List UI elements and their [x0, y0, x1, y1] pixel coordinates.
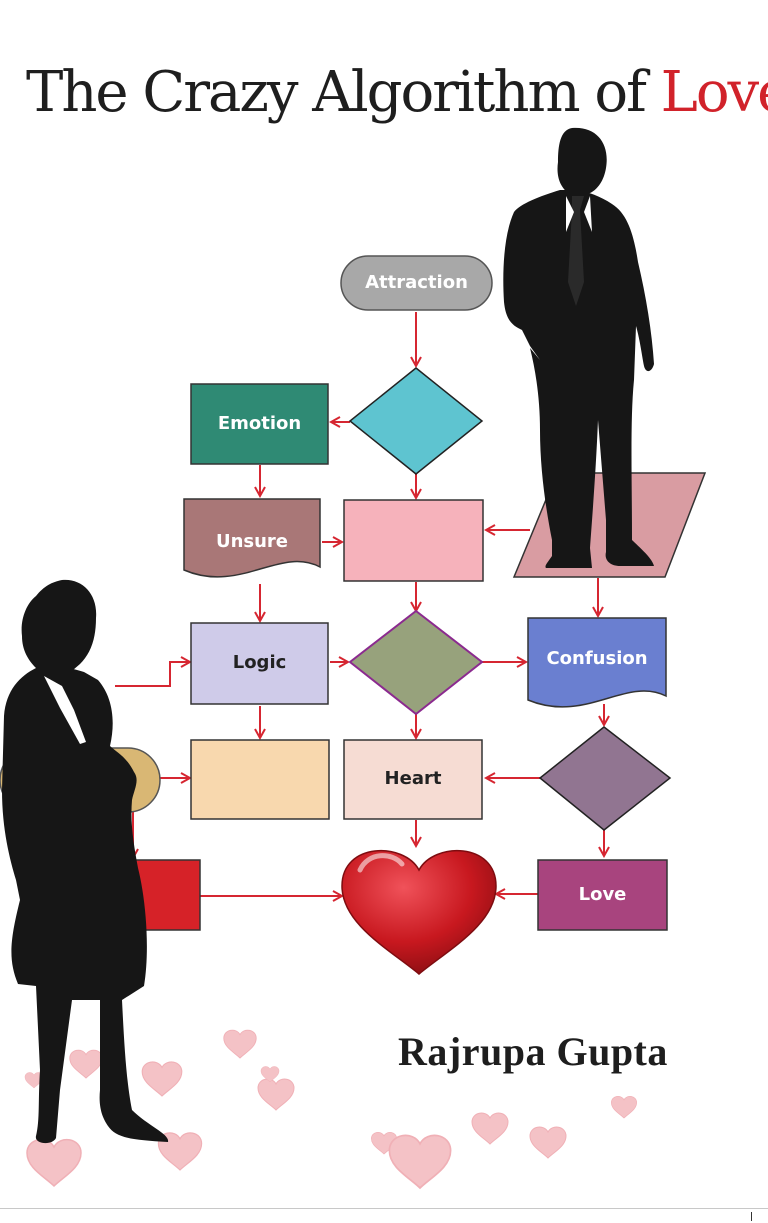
big-heart [341, 849, 497, 975]
logic-box [190, 622, 329, 705]
author-name: Rajrupa Gupta [398, 1029, 668, 1074]
confusion-document [527, 617, 667, 708]
flow-arrows [115, 312, 604, 896]
pink-process-box [343, 499, 484, 582]
logic-label: Logic [232, 652, 287, 673]
woman-silhouette [2, 579, 169, 1144]
attraction-label: Attraction [365, 272, 468, 293]
attraction-terminator [340, 255, 493, 311]
decision-diamond-middle [348, 609, 484, 716]
confusion-label: Confusion [546, 648, 648, 669]
book-title: The Crazy Algorithm of Love [26, 60, 768, 125]
peach-process-box [190, 739, 330, 820]
emotion-box [190, 383, 329, 465]
love-label: Love [578, 884, 627, 905]
unsure-label: Unsure [215, 531, 289, 552]
title-accent: Love [660, 60, 768, 125]
decision-diamond-top [348, 367, 484, 475]
footer-divider [0, 1208, 768, 1209]
man-silhouette [503, 127, 654, 568]
footer-tick-mark [751, 1212, 752, 1221]
emotion-label: Emotion [217, 413, 302, 434]
decision-diamond-lower [538, 726, 672, 831]
heart-label: Heart [384, 768, 442, 789]
love-box [537, 859, 668, 931]
heart-box [343, 739, 483, 820]
title-main: The Crazy Algorithm of [26, 60, 661, 125]
unsure-document [183, 498, 321, 578]
